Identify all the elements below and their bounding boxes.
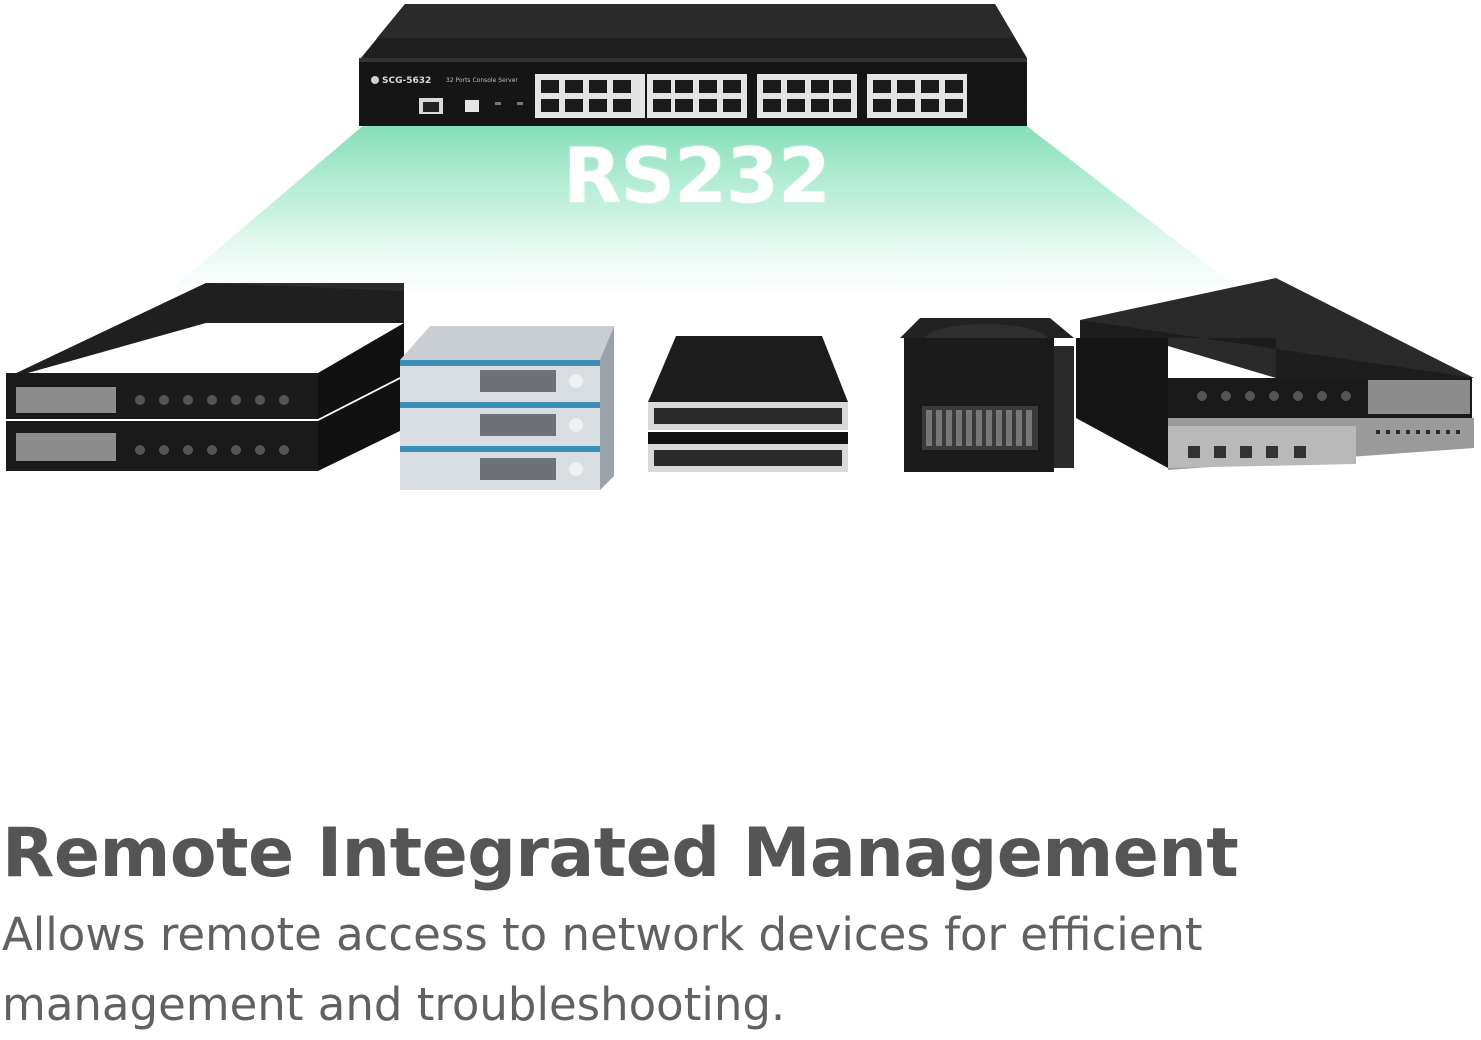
- storage-array-icon: [400, 326, 614, 490]
- feature-description-line: management and troubleshooting.: [2, 978, 786, 1031]
- network-switch-icon: [648, 336, 848, 472]
- feature-title: Remote Integrated Management: [2, 814, 1239, 893]
- rack-server-icon: [6, 283, 404, 471]
- firewall-appliance-icon: [1076, 278, 1474, 470]
- console-subtitle-label: 32 Ports Console Server: [446, 77, 518, 84]
- hero-illustration: SCG-5632 32 Ports Console Server RS232: [6, 4, 1474, 490]
- blade-chassis-icon: [900, 318, 1074, 472]
- feature-description-line: Allows remote access to network devices …: [2, 908, 1203, 961]
- rs232-beam: [170, 124, 1240, 290]
- console-server-icon: [359, 4, 1027, 126]
- console-model-label: SCG-5632: [382, 76, 432, 86]
- feature-description: Allows remote access to network devices …: [2, 900, 1302, 1040]
- rs232-label: RS232: [563, 131, 831, 220]
